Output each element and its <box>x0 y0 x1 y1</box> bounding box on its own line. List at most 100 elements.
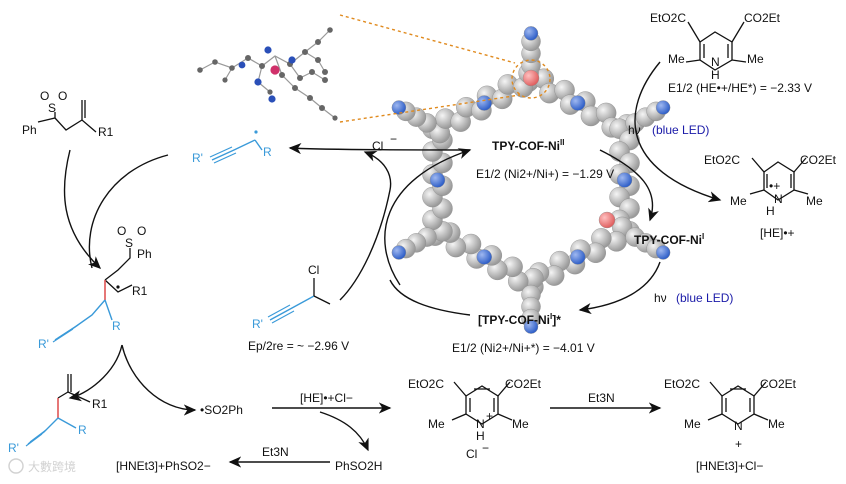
int-s: S <box>125 236 133 250</box>
nickel-sphere <box>598 211 616 229</box>
pyridine-structure: EtO2C CO2Et Me Me N <box>664 377 797 433</box>
et3n-bottom: Et3N <box>262 445 289 459</box>
he-excitation-arrow <box>634 61 722 203</box>
ball-and-stick-fragment <box>197 27 338 121</box>
he-ester-right: CO2Et <box>744 11 781 25</box>
py-nitrogen: N <box>734 419 743 433</box>
svg-text:−: − <box>482 441 489 455</box>
watermark-text: 大數跨境 <box>28 459 76 474</box>
pyr-chloride: Cl <box>466 447 477 461</box>
allyl-sulfone-structure: S O O Ph R1 <box>22 89 114 139</box>
pyr-methyl-left: Me <box>428 417 445 431</box>
he-rc-methyl-right: Me <box>806 194 823 208</box>
pyr-hydrogen: H <box>476 429 485 443</box>
phso2h-label: PhSO2H <box>335 459 382 473</box>
ni-cycle-left-arrow <box>384 148 472 286</box>
cof-framework-model <box>391 26 671 334</box>
int-o2: O <box>137 224 146 238</box>
svg-text:−: − <box>390 132 397 146</box>
he-rc-ester-right: CO2Et <box>800 153 837 167</box>
et3n-right: Et3N <box>588 391 615 405</box>
py-methyl-left: Me <box>684 417 701 431</box>
svg-text:+: + <box>486 409 493 423</box>
int-rprime: R' <box>38 337 49 351</box>
ni2-reduction-arrow <box>599 149 659 222</box>
chloride-release-arrow <box>339 150 392 301</box>
nitrogen-sphere <box>391 100 407 115</box>
sulfone-ph: Ph <box>22 123 37 137</box>
nitrogen-sphere <box>616 172 633 188</box>
ni-excited-potential-label: E1/2 (Ni2+/Ni+*) = −4.01 V <box>452 341 595 355</box>
he-rc-nitrogen: N <box>774 192 783 206</box>
radical-addition-arrow <box>63 149 102 269</box>
product-rprime: R' <box>8 441 19 455</box>
nitrogen-sphere <box>570 249 586 265</box>
pyridinium-structure: EtO2C CO2Et Me Me N H + Cl − <box>408 377 542 461</box>
sulfone-r1: R1 <box>98 125 114 139</box>
nitrogen-sphere <box>476 95 492 111</box>
ni2-potential-label: E1/2 (Ni2+/Ni+) = −1.29 V <box>476 167 614 181</box>
nitrogen-sphere <box>523 26 539 41</box>
sulfone-o1: O <box>40 89 49 103</box>
product-r: R <box>78 423 87 437</box>
propargyl-cl: Cl <box>308 263 319 277</box>
nitrogen-sphere <box>523 319 539 334</box>
hnet3-sulfinate-label: [HNEt3]+PhSO2− <box>116 459 211 473</box>
ni1-excitation-arrow <box>578 261 661 315</box>
int-r1: R1 <box>132 284 148 298</box>
zoom-indicator-lines <box>339 14 551 123</box>
he-methyl-left: Me <box>668 52 685 66</box>
nitrogen-sphere <box>570 95 586 111</box>
propargyl-chloride-structure: Cl R' <box>252 263 331 331</box>
sulfone-radical-intermediate: S O O Ph R1 R R' <box>38 224 152 351</box>
cof-ni1-excited-label: [TPY-COF-NiI]* <box>478 312 561 327</box>
radical-release-arrow <box>288 142 471 155</box>
py-ester-left: EtO2C <box>664 377 700 391</box>
he-radical-cation-structure: EtO2C CO2Et Me Me N H •+ <box>704 153 837 218</box>
propargyl-rprime: R' <box>192 151 203 165</box>
he-radical-cation-label: [HE]•+ <box>760 226 795 240</box>
allylated-product-structure: R1 R R' <box>8 374 108 455</box>
hnet3-cl-label: [HNEt3]+Cl− <box>696 459 763 473</box>
cof-ni1-label: TPY-COF-NiI <box>634 232 704 247</box>
watermark: 大數跨境 <box>8 458 76 474</box>
he-methyl-right: Me <box>747 52 764 66</box>
int-ph: Ph <box>137 247 152 261</box>
int-r: R <box>112 319 121 333</box>
ni-excited-return <box>389 279 471 316</box>
hv-bottom: hν <box>654 291 667 305</box>
nitrogen-sphere <box>476 249 492 265</box>
nitrogen-sphere <box>655 100 671 115</box>
plus-sign: + <box>735 437 742 451</box>
ep2-potential-label: Ep/2re = ~ −2.96 V <box>248 339 349 353</box>
pyr-ester-right: CO2Et <box>505 377 542 391</box>
sulfone-o2: O <box>58 89 67 103</box>
propargyl-radical-feed <box>88 154 169 269</box>
pyr-nitrogen: N <box>476 417 485 431</box>
he-rc-methyl-left: Me <box>730 194 747 208</box>
svg-text:•+: •+ <box>769 179 780 193</box>
product-formation-arrow <box>68 344 123 402</box>
blue-led-top: (blue LED) <box>652 123 709 137</box>
nitrogen-sphere <box>429 172 446 188</box>
hv-top: hν <box>628 123 641 137</box>
pyr-ester-left: EtO2C <box>408 377 444 391</box>
he-potential-label: E1/2 (HE•+/HE*) = −2.33 V <box>668 81 812 95</box>
he-ester-left: EtO2C <box>650 11 686 25</box>
sulfone-s: S <box>48 101 56 115</box>
he-rc-ester-left: EtO2C <box>704 153 740 167</box>
py-methyl-right: Me <box>768 417 785 431</box>
int-o1: O <box>117 224 126 238</box>
cof-ni2-label: TPY-COF-NiII <box>492 138 564 153</box>
pyr-methyl-right: Me <box>512 417 529 431</box>
propargyl-cl-rprime: R' <box>252 317 263 331</box>
so2ph-radical-label: •SO2Ph <box>200 403 243 417</box>
he-hydrogen: H <box>711 68 720 82</box>
he-cl-salt-label: [HE]•+Cl− <box>300 391 353 405</box>
nitrogen-sphere <box>655 245 671 260</box>
hantzsch-ester-structure: EtO2C CO2Et Me Me N H <box>650 11 781 82</box>
py-ester-right: CO2Et <box>760 377 797 391</box>
propargyl-radical-structure: R' R <box>192 130 272 165</box>
